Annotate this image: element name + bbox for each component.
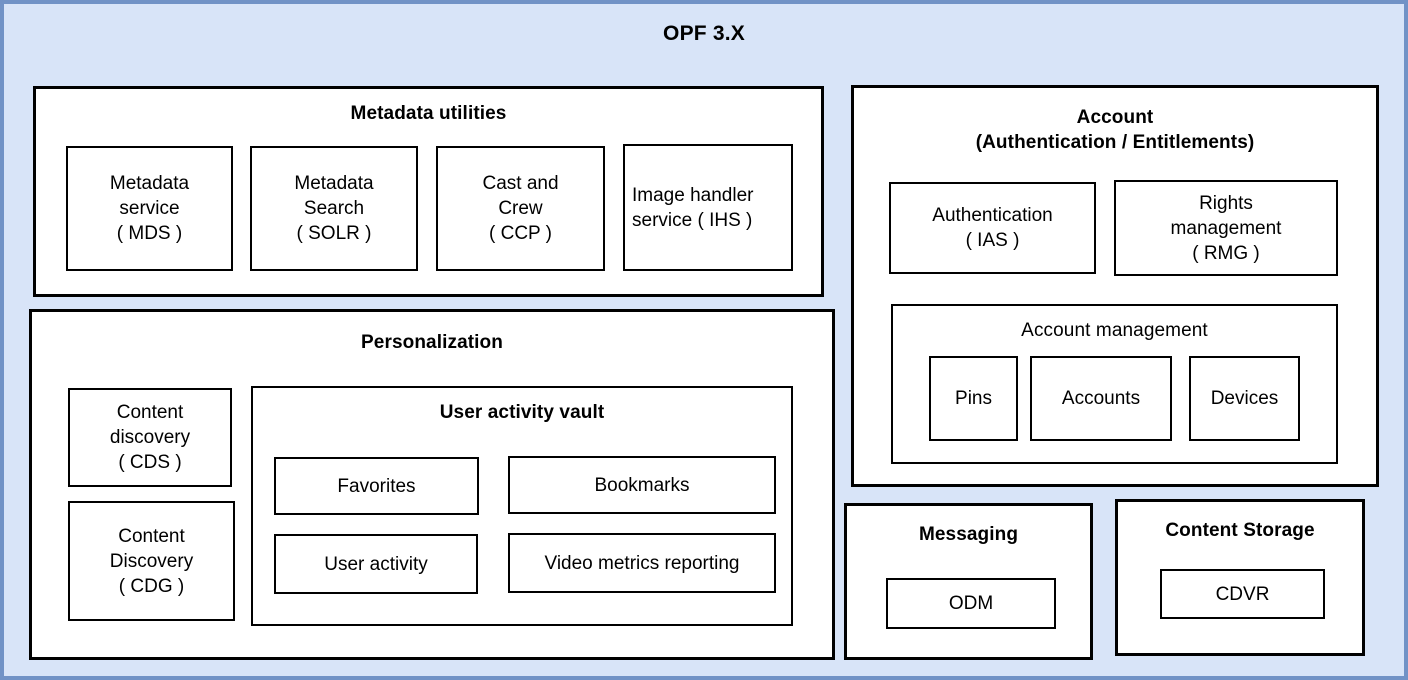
service-label: Metadata service ( MDS ): [109, 173, 190, 244]
service-label: Cast and Crew ( CCP ): [482, 173, 559, 244]
service-box-cast-and-crew[interactable]: Cast and Crew ( CCP ): [436, 146, 605, 271]
service-box-image-handler-service[interactable]: Image handler service ( IHS ): [623, 144, 793, 271]
service-label: Pins: [955, 388, 992, 409]
service-label: Bookmarks: [594, 474, 690, 496]
service-label: Content Discovery ( CDG ): [109, 525, 194, 597]
service-box-metadata-service[interactable]: Metadata service ( MDS ): [66, 146, 233, 271]
service-label: Rights management ( RMG ): [1170, 192, 1282, 264]
service-box-content-discovery-cds[interactable]: Content discovery ( CDS ): [68, 388, 232, 487]
service-label: ODM: [948, 593, 994, 614]
service-label: CDVR: [1215, 583, 1270, 605]
service-box-favorites[interactable]: Favorites: [274, 457, 479, 515]
diagram-title: OPF 3.X: [663, 22, 745, 45]
service-label: Video metrics reporting: [544, 552, 740, 574]
service-box-bookmarks[interactable]: Bookmarks: [508, 456, 776, 514]
service-box-content-discovery-cdg[interactable]: Content Discovery ( CDG ): [68, 501, 235, 621]
account-management-title: Account management: [1021, 320, 1208, 341]
personalization-group: Personalization Content discovery ( CDS …: [29, 309, 835, 660]
service-box-authentication[interactable]: Authentication ( IAS ): [889, 182, 1096, 274]
service-label: Authentication ( IAS ): [932, 205, 1053, 251]
service-box-pins[interactable]: Pins: [929, 356, 1018, 441]
metadata-utilities-group: Metadata utilities Metadata service ( MD…: [33, 86, 824, 297]
account-management-group: Account management Pins Accounts Devices: [891, 304, 1338, 464]
user-activity-vault-group: User activity vault Favorites Bookmarks …: [251, 386, 793, 626]
content-storage-group: Content Storage CDVR: [1115, 499, 1365, 656]
account-group: Account (Authentication / Entitlements) …: [851, 85, 1379, 487]
service-label: Devices: [1210, 388, 1279, 409]
messaging-title: Messaging: [918, 524, 1019, 545]
service-box-video-metrics-reporting[interactable]: Video metrics reporting: [508, 533, 776, 593]
service-label: Favorites: [337, 475, 416, 497]
service-label: User activity: [324, 553, 428, 575]
messaging-group: Messaging ODM: [844, 503, 1093, 660]
service-box-cdvr[interactable]: CDVR: [1160, 569, 1325, 619]
metadata-utilities-title: Metadata utilities: [350, 103, 507, 124]
service-box-devices[interactable]: Devices: [1189, 356, 1300, 441]
service-box-user-activity[interactable]: User activity: [274, 534, 478, 594]
user-activity-vault-title: User activity vault: [439, 402, 605, 423]
service-box-rights-management[interactable]: Rights management ( RMG ): [1114, 180, 1338, 276]
service-label: Content discovery ( CDS ): [109, 402, 191, 473]
service-box-metadata-search[interactable]: Metadata Search ( SOLR ): [250, 146, 418, 271]
content-storage-title: Content Storage: [1165, 520, 1315, 541]
service-label: Metadata Search ( SOLR ): [294, 173, 374, 244]
account-title-line2: (Authentication / Entitlements): [975, 132, 1255, 153]
service-box-odm[interactable]: ODM: [886, 578, 1056, 629]
service-label: Accounts: [1061, 388, 1141, 409]
personalization-title: Personalization: [361, 332, 503, 353]
account-title-line1: Account: [1076, 107, 1154, 128]
service-box-accounts[interactable]: Accounts: [1030, 356, 1172, 441]
service-label: Image handler service ( IHS ): [632, 184, 754, 231]
